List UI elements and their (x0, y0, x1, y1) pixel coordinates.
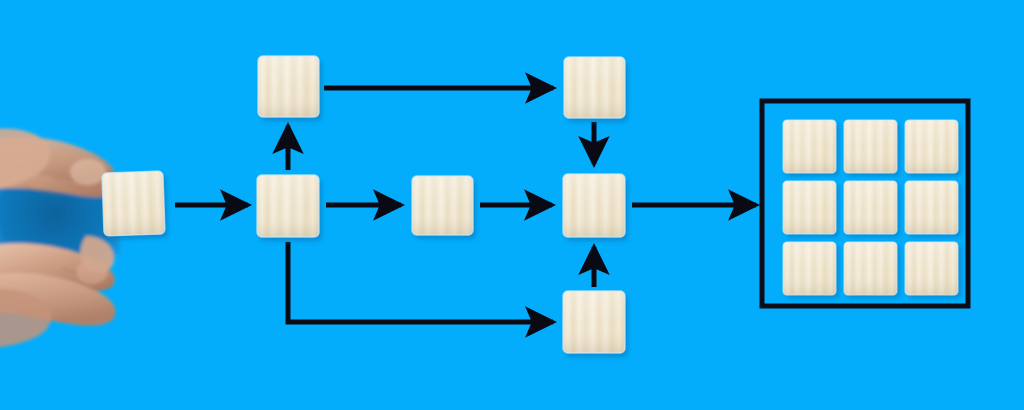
arrow-hub-left-to-bottom-right (285, 242, 558, 338)
grid-cell-r1c1 (782, 119, 839, 176)
top-left-block (257, 55, 322, 121)
grid-frame (759, 98, 971, 309)
output-grid (759, 98, 971, 309)
grid-cells (782, 119, 961, 298)
hub-left-block (256, 174, 322, 241)
grid-cell-r2c2 (843, 180, 900, 237)
flow-blocks-layer (101, 55, 628, 357)
grid-cell-r2c3 (904, 180, 961, 237)
hub-right-block (562, 173, 628, 241)
grid-cell-r2c1 (782, 180, 839, 237)
grid-cell-r3c3 (904, 241, 961, 298)
held-start-block (101, 170, 169, 240)
hand-holding-block (0, 128, 120, 348)
middle-block (411, 175, 476, 239)
grid-cell-r1c3 (904, 119, 961, 176)
top-right-block (563, 56, 628, 122)
arrows-layer (175, 72, 761, 338)
grid-cell-r1c2 (843, 119, 900, 176)
bottom-right-block (562, 290, 628, 357)
grid-cell-r3c1 (782, 241, 839, 298)
grid-cell-r3c2 (843, 241, 900, 298)
